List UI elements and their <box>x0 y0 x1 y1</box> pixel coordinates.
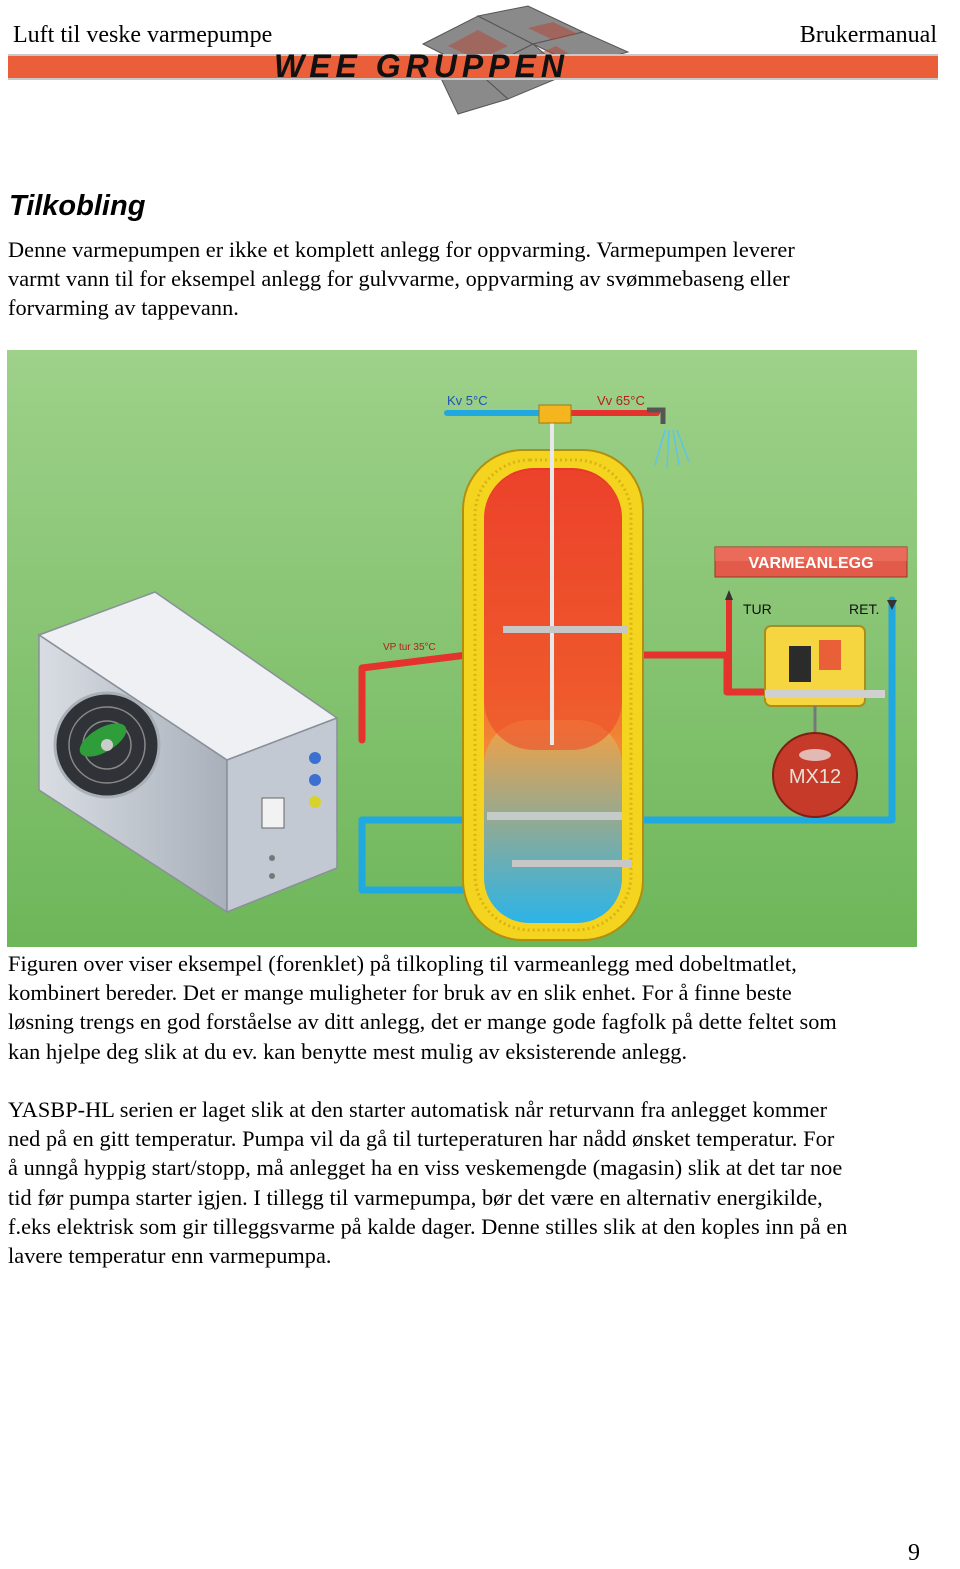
system-return-pipe <box>623 596 896 824</box>
hot-supply-pipe <box>358 651 471 744</box>
supply-label: TUR <box>743 601 772 617</box>
hot-water-label: Vv 65°C <box>597 393 645 408</box>
body-paragraph: YASBP-HL serien er laget slik at den sta… <box>8 1095 960 1270</box>
caption-line: løsning trengs en god forståelse av ditt… <box>8 1009 837 1035</box>
storage-tank <box>462 404 690 941</box>
heating-system-label: VARMEANLEGG <box>748 555 873 572</box>
body-line: å unngå hyppig start/stopp, må anlegget … <box>8 1155 843 1181</box>
body-line: YASBP-HL serien er laget slik at den sta… <box>8 1097 828 1122</box>
page-number: 9 <box>908 1540 920 1566</box>
caption-line: kan hjelpe deg slik at du ev. kan benytt… <box>8 1038 688 1064</box>
heating-system-box: VARMEANLEGG <box>714 546 908 578</box>
body-line: ned på en gitt temperatur. Pumpa vil da … <box>8 1126 835 1152</box>
section-title: Tilkobling <box>9 190 146 222</box>
vp-supply-label: VP tur 35°C <box>383 642 436 653</box>
cold-water-label: Kv 5°C <box>447 393 488 408</box>
logo-text: WEE GRUPPEN <box>274 48 569 84</box>
intro-line: varmt vann til for eksempel anlegg for g… <box>8 266 790 292</box>
body-line: f.eks elektrisk som gir tilleggsvarme på… <box>8 1213 848 1239</box>
return-label: RET. <box>849 601 879 617</box>
header-left-title: Luft til veske varmepumpe <box>13 22 273 48</box>
company-logo: WEE GRUPPEN <box>8 5 938 115</box>
body-line: tid før pumpa starter igjen. I tillegg t… <box>8 1184 823 1210</box>
caption-line: Figuren over viser eksempel (forenklet) … <box>8 951 797 976</box>
valve-group <box>764 625 885 735</box>
caption-line: kombinert bereder. Det er mange mulighet… <box>8 980 792 1006</box>
expansion-tank-label: MX12 <box>789 766 841 788</box>
header-right-title: Brukermanual <box>799 22 937 48</box>
intro-line: Denne varmepumpen er ikke et komplett an… <box>8 237 795 262</box>
body-line: lavere temperatur enn varmepumpa. <box>8 1243 332 1269</box>
figure-caption: Figuren over viser eksempel (forenklet) … <box>8 949 953 1066</box>
intro-paragraph: Denne varmepumpen er ikke et komplett an… <box>8 235 948 323</box>
outdoor-unit <box>37 591 339 914</box>
heatpump-connection-diagram: MX12 VARMEANLEGG Kv 5°C Vv 65°C TUR RET.… <box>7 350 917 947</box>
expansion-tank: MX12 <box>772 732 858 818</box>
intro-line: forvarming av tappevann. <box>8 295 239 321</box>
cold-return-pipe <box>358 816 471 894</box>
